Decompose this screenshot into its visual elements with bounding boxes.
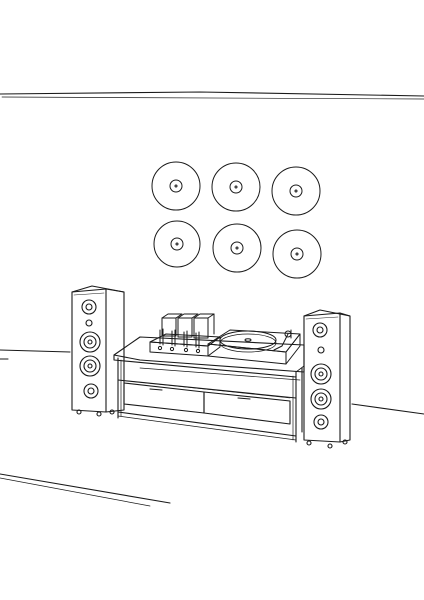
tube-amplifier — [149, 313, 221, 357]
right-speaker-feet — [306, 439, 348, 449]
left-speaker-feet — [76, 409, 115, 417]
wall-records — [151, 161, 322, 279]
cabinet-top — [113, 336, 305, 373]
turntable-platter — [219, 330, 277, 350]
room-lines — [0, 91, 424, 507]
turntable-spindle — [244, 338, 252, 342]
record-2 — [211, 162, 261, 212]
ceiling-line — [0, 91, 424, 97]
rug-edge — [0, 473, 171, 504]
left-speaker-drivers — [79, 299, 101, 399]
amp-transformers — [161, 313, 215, 339]
left-speaker-top — [71, 285, 125, 293]
cabinet-bottom — [117, 411, 297, 437]
amp-knobs — [157, 345, 201, 354]
cabinet-shelf-back — [139, 367, 301, 381]
drawer-right — [203, 391, 291, 425]
right-speaker-drivers — [310, 322, 332, 430]
record-4 — [153, 220, 201, 268]
rug-edge-inner — [0, 477, 151, 507]
tonearm — [273, 329, 292, 351]
left-speaker — [71, 285, 125, 417]
right-speaker — [303, 309, 351, 449]
floor-line-right — [351, 403, 424, 415]
record-1 — [151, 161, 201, 211]
record-5 — [212, 223, 262, 273]
amp-tubes — [159, 328, 200, 349]
right-speaker-side — [339, 312, 351, 443]
record-6 — [272, 229, 322, 279]
media-cabinet — [113, 336, 305, 443]
ceiling-line-inner — [1, 96, 424, 100]
turntable-plinth-side — [285, 333, 301, 365]
turntable — [207, 329, 301, 365]
cabinet-top-edge — [113, 354, 297, 378]
cabinet-bottom-edge — [117, 415, 297, 441]
right-speaker-top — [303, 309, 351, 317]
record-3 — [271, 166, 321, 216]
floor-line-left — [0, 349, 71, 353]
